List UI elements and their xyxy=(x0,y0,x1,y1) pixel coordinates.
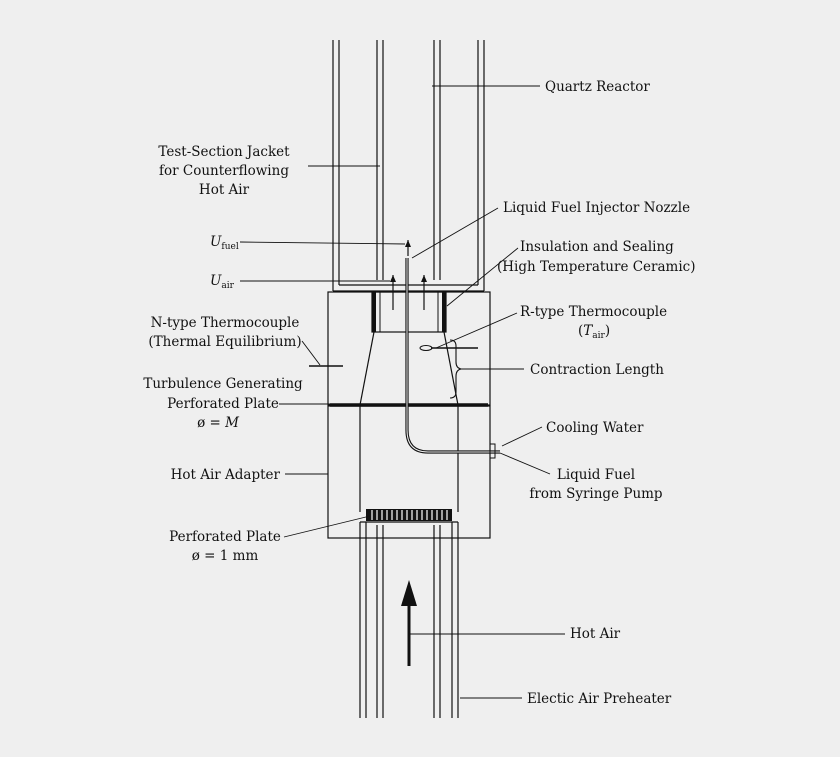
label-liquid-fuel-line2: from Syringe Pump xyxy=(529,486,662,502)
label-cooling-water: Cooling Water xyxy=(546,420,644,436)
label-u-fuel: Ufuel xyxy=(210,234,239,252)
hot-air-arrow xyxy=(401,580,417,666)
label-insulation-line2: (High Temperature Ceramic) xyxy=(497,259,696,275)
label-rtype-line2: (Tair) xyxy=(578,323,610,341)
preheater-tubes xyxy=(359,521,459,718)
label-perf-plate-line1: Perforated Plate xyxy=(169,529,281,545)
hot-air-adapter-block xyxy=(327,405,491,539)
label-jacket-line1: Test-Section Jacket xyxy=(158,144,290,160)
r-type-thermocouple xyxy=(419,345,478,351)
label-preheater: Electic Air Preheater xyxy=(527,691,672,707)
cooling-water-port xyxy=(489,443,496,459)
label-quartz-reactor: Quartz Reactor xyxy=(545,79,650,95)
leader-lines xyxy=(239,85,565,699)
label-liquid-fuel-line1: Liquid Fuel xyxy=(557,467,635,483)
label-contraction-length: Contraction Length xyxy=(530,362,664,378)
label-hot-air-adapter: Hot Air Adapter xyxy=(171,467,281,483)
label-injector-nozzle: Liquid Fuel Injector Nozzle xyxy=(503,200,690,216)
label-jacket-line2: for Counterflowing xyxy=(159,163,289,179)
label-turb-line1: Turbulence Generating xyxy=(143,376,303,392)
label-turb-line2: Perforated Plate xyxy=(167,396,279,412)
u-air-flow-arrows xyxy=(390,275,427,310)
insulation-collar xyxy=(371,291,447,333)
label-u-air: Uair xyxy=(210,273,235,291)
label-jacket-line3: Hot Air xyxy=(199,182,250,198)
label-turb-line3: ø = M xyxy=(197,415,240,431)
label-insulation-line1: Insulation and Sealing xyxy=(520,239,674,255)
label-perf-plate-line2: ø = 1 mm xyxy=(192,548,259,564)
quartz-reactor-tubes xyxy=(332,40,485,292)
fuel-injector-tube xyxy=(405,258,500,454)
label-ntype-line1: N-type Thermocouple xyxy=(151,315,300,331)
label-hot-air: Hot Air xyxy=(570,626,621,642)
perforated-plate-1mm xyxy=(366,509,452,521)
label-ntype-line2: (Thermal Equilibrium) xyxy=(148,334,301,350)
label-rtype-line1: R-type Thermocouple xyxy=(520,304,667,320)
